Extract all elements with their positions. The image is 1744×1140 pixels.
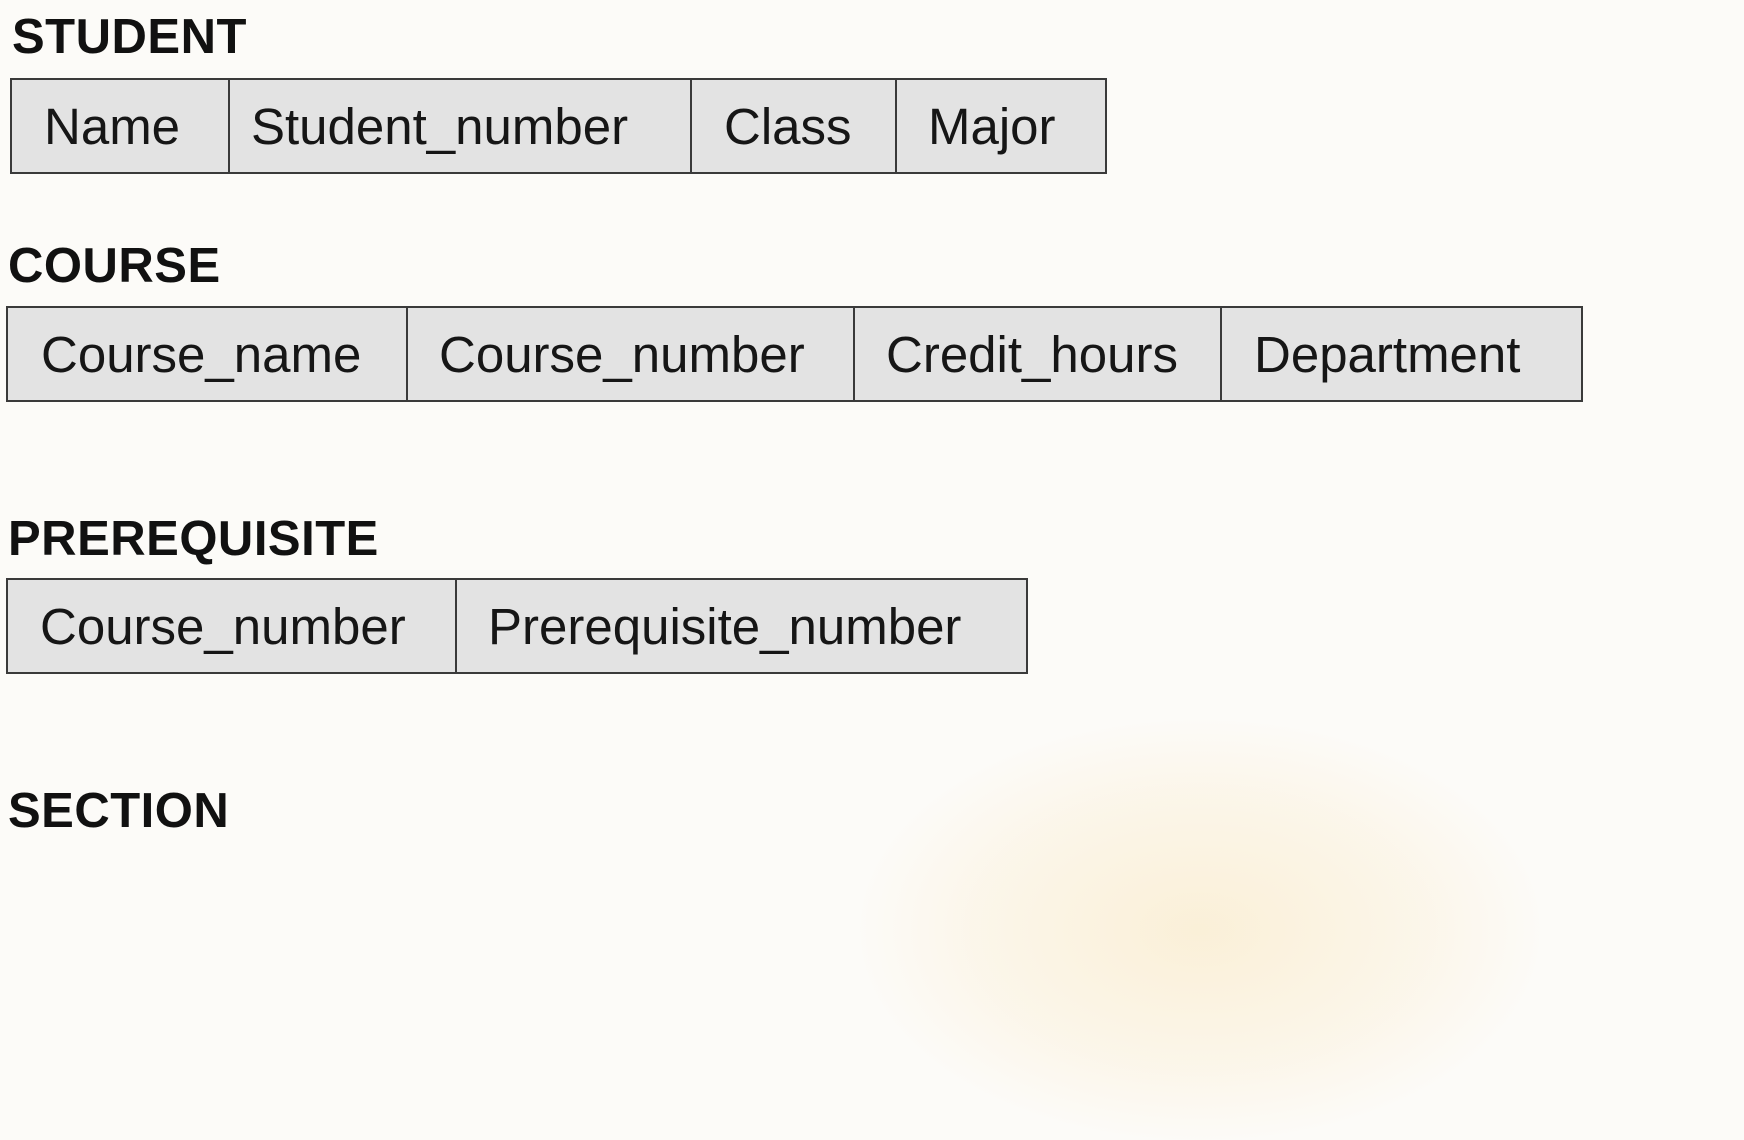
attribute-credit-hours: Credit_hours	[855, 308, 1222, 400]
attribute-student-number: Student_number	[230, 80, 692, 172]
relation-title-student: STUDENT	[12, 10, 247, 64]
attribute-name: Name	[12, 80, 230, 172]
attribute-course-number: Course_number	[408, 308, 855, 400]
relation-title-prerequisite: PREREQUISITE	[8, 512, 379, 566]
relation-table-student: Name Student_number Class Major	[10, 78, 1107, 174]
attribute-department: Department	[1254, 325, 1521, 383]
attribute-prerequisite-number: Prerequisite_number	[488, 597, 962, 655]
background-glow	[860, 720, 1540, 1140]
attribute-course-number: Course_number	[8, 580, 457, 672]
attribute-class: Class	[692, 80, 897, 172]
attribute-course-name: Course_name	[8, 308, 408, 400]
relation-title-section: SECTION	[8, 784, 230, 838]
relation-table-course: Course_name Course_number Credit_hours D…	[6, 306, 1583, 402]
relation-table-prerequisite: Course_number Prerequisite_number	[6, 578, 1028, 674]
attribute-major: Major	[928, 97, 1056, 155]
relation-title-course: COURSE	[8, 239, 221, 293]
